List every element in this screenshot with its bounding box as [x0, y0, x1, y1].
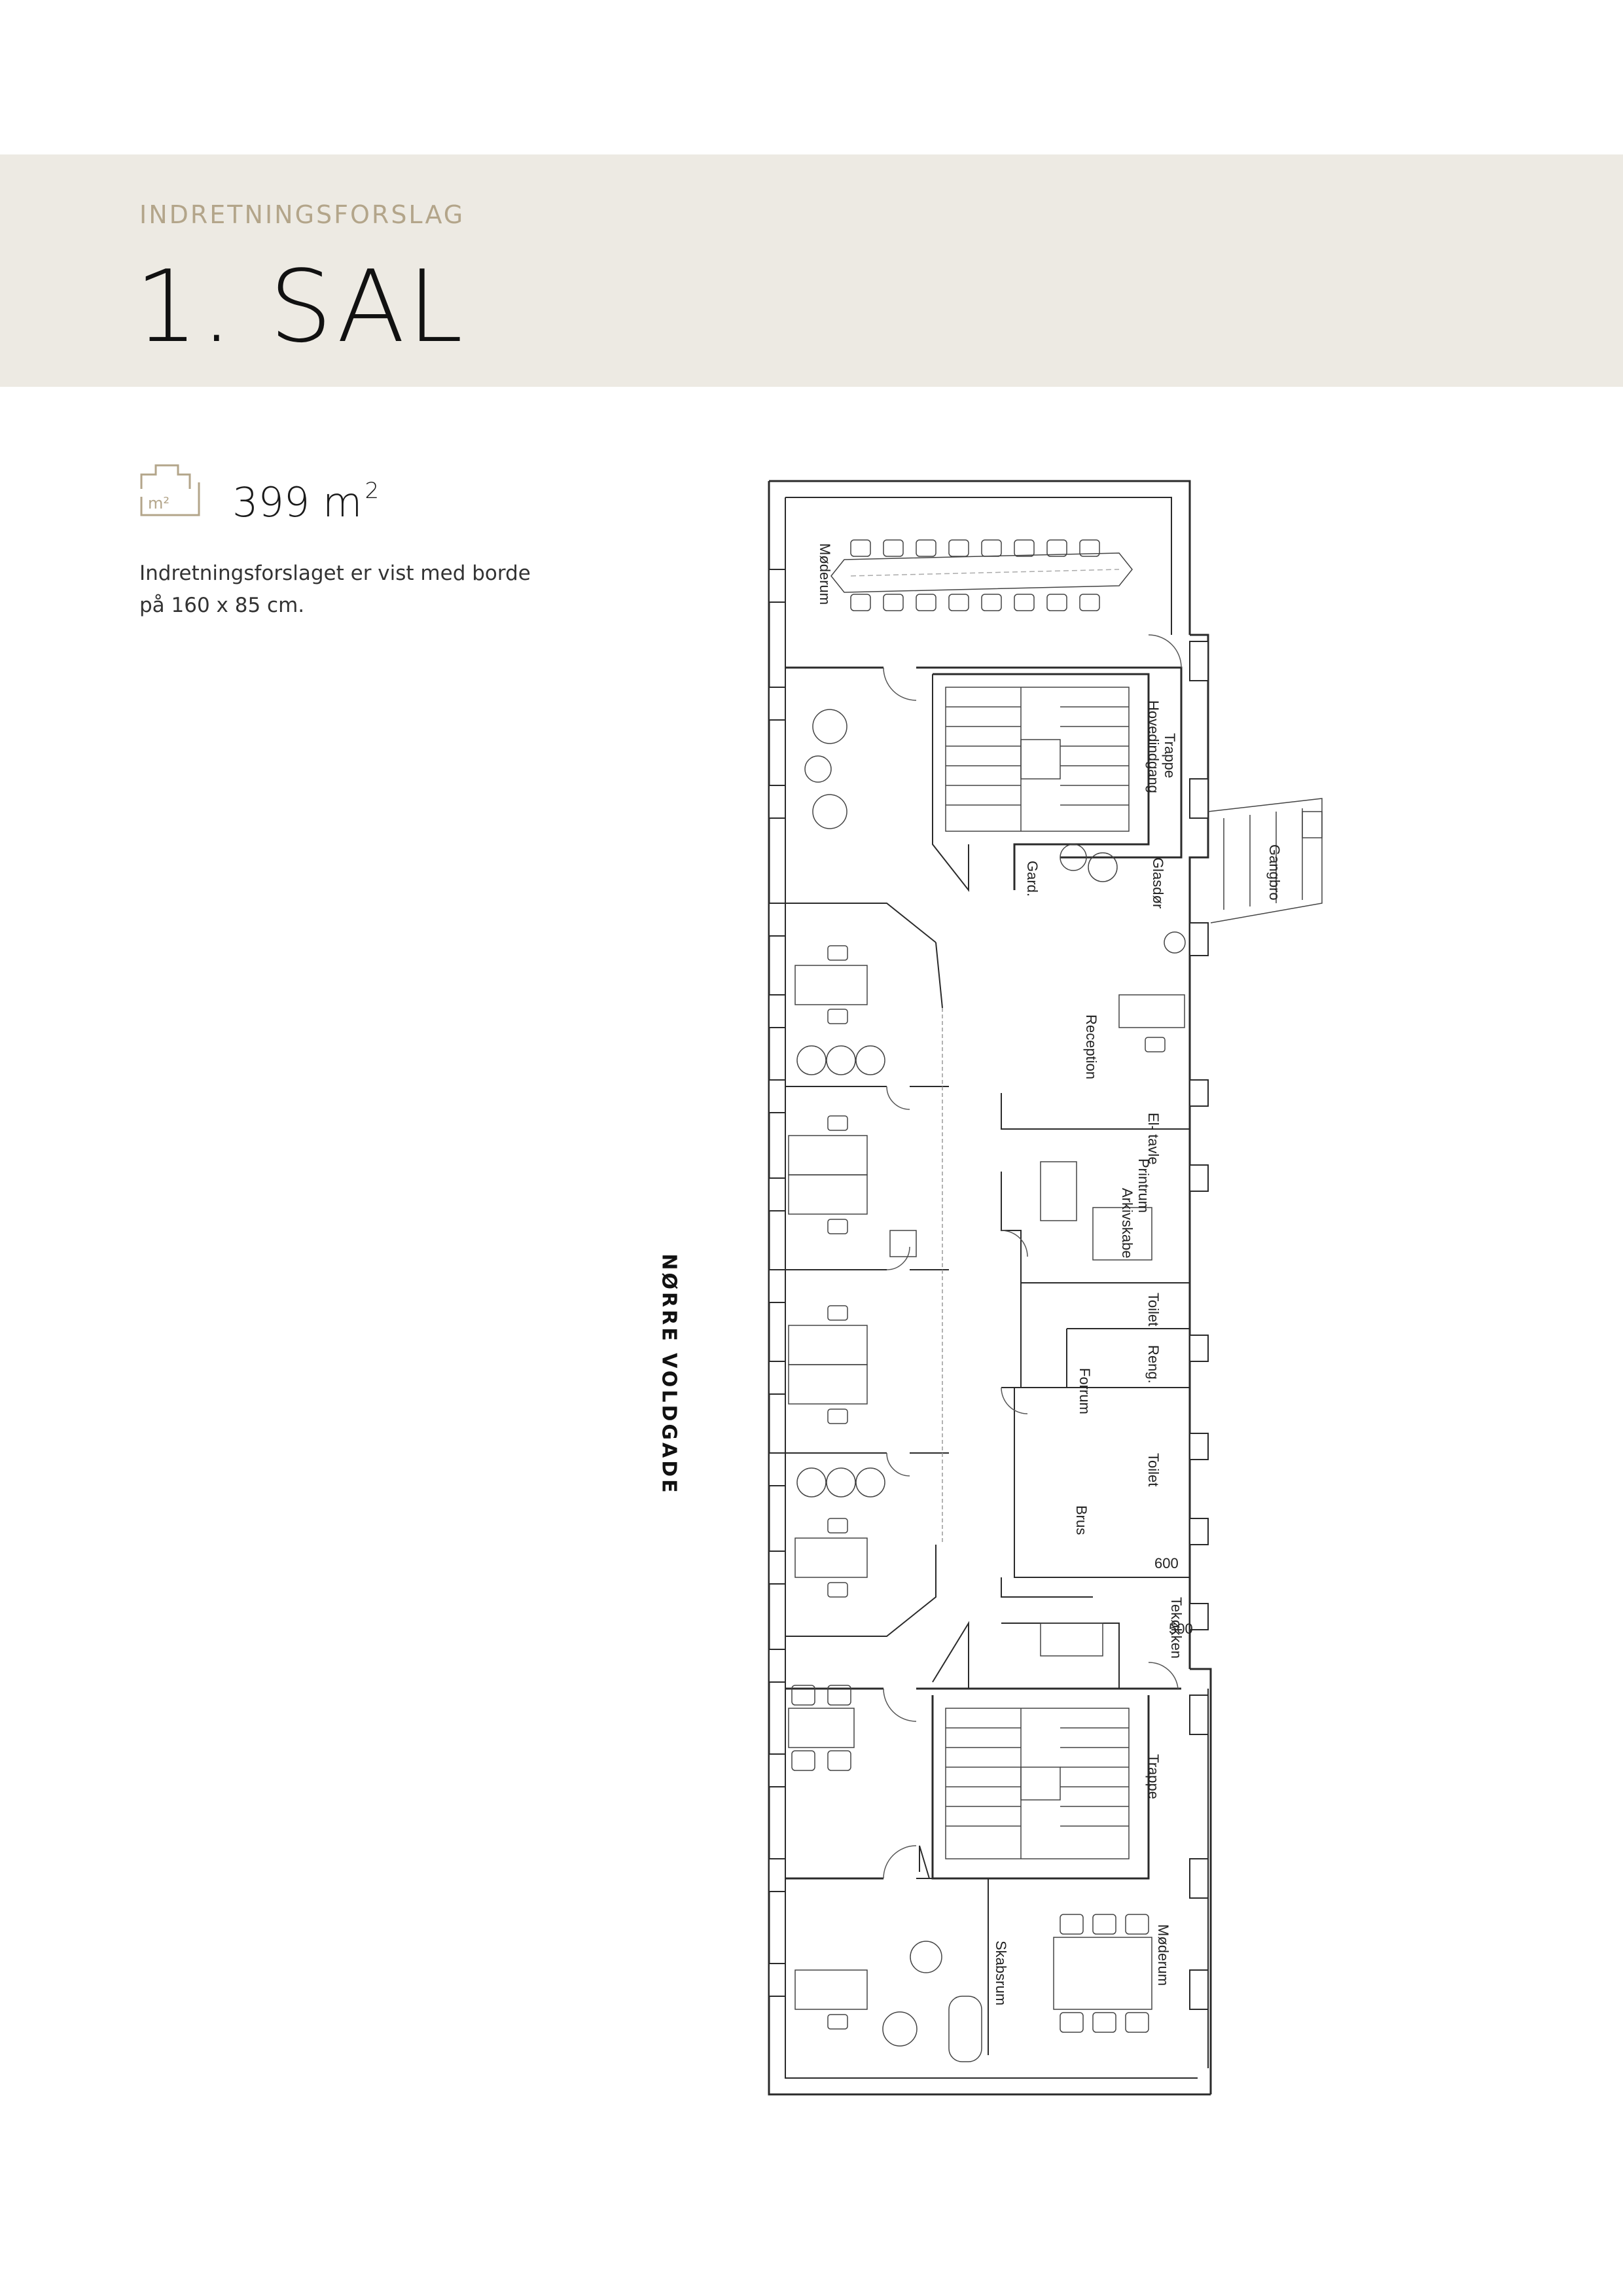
room-label-glasdor: Glasdør	[1150, 857, 1166, 908]
header-band	[0, 154, 1623, 387]
room-label-trappe-bottom: Trappe	[1145, 1754, 1162, 1799]
room-label-skabsrum: Skabsrum	[993, 1941, 1009, 2005]
room-label-eltavle: El- tavle	[1145, 1113, 1162, 1164]
room-label-gard: Gard.	[1024, 861, 1041, 897]
room-label-moderum-top: Møderum	[817, 543, 833, 605]
layout-note: Indretningsforslaget er vist med borde p…	[139, 562, 531, 617]
room-label-moderum-bottom: Møderum	[1155, 1924, 1171, 1986]
area-icon-label: m²	[148, 494, 169, 512]
room-label-toilet-1: Toilet	[1145, 1293, 1162, 1326]
room-label-forrum: Forrum	[1077, 1368, 1093, 1414]
rear-staircase	[945, 1708, 1130, 1859]
floor-plan: Møderum Trappe Hovedindgang Gard. Glasdø…	[768, 480, 1323, 2096]
dimension-600: 600	[1154, 1555, 1179, 1571]
conference-table-top	[830, 539, 1133, 611]
page-title: 1. SAL	[135, 249, 466, 365]
room-label-hovedindgang: Hovedindgang	[1145, 700, 1162, 793]
room-label-tekokken: Tekøkken	[1168, 1597, 1185, 1659]
floor-area-icon: m²	[140, 464, 200, 516]
window-piers-right	[1189, 641, 1209, 2010]
room-label-reng: Reng.	[1145, 1345, 1162, 1384]
outer-walls	[768, 480, 1212, 2096]
window-piers-left	[768, 569, 786, 1997]
area-value-number: 399 m	[232, 478, 363, 526]
room-label-printrum: Printrum	[1135, 1158, 1152, 1213]
room-label-brus: Brus	[1073, 1505, 1090, 1535]
room-label-reception: Reception	[1083, 1014, 1099, 1079]
room-label-toilet-2: Toilet	[1145, 1453, 1162, 1486]
room-labels: Møderum Trappe Hovedindgang Gard. Glasdø…	[817, 543, 1283, 2005]
room-label-trappe-top: Trappe	[1162, 733, 1178, 778]
lounge-seating	[804, 709, 1186, 954]
gangway-bridge	[1207, 798, 1323, 924]
room-label-gangbro: Gangbro	[1266, 844, 1283, 901]
room-label-arkivskabe: Arkivskabe	[1119, 1188, 1135, 1259]
main-staircase	[945, 687, 1130, 832]
door-swings	[883, 634, 1182, 1879]
page-kicker: INDRETNINGSFORSLAG	[139, 200, 465, 229]
street-label: NØRRE VOLDGADE	[657, 1253, 681, 1496]
area-unit-sup: 2	[365, 478, 380, 504]
dimension-500: 500	[1169, 1621, 1193, 1637]
workstations	[788, 945, 1185, 2062]
